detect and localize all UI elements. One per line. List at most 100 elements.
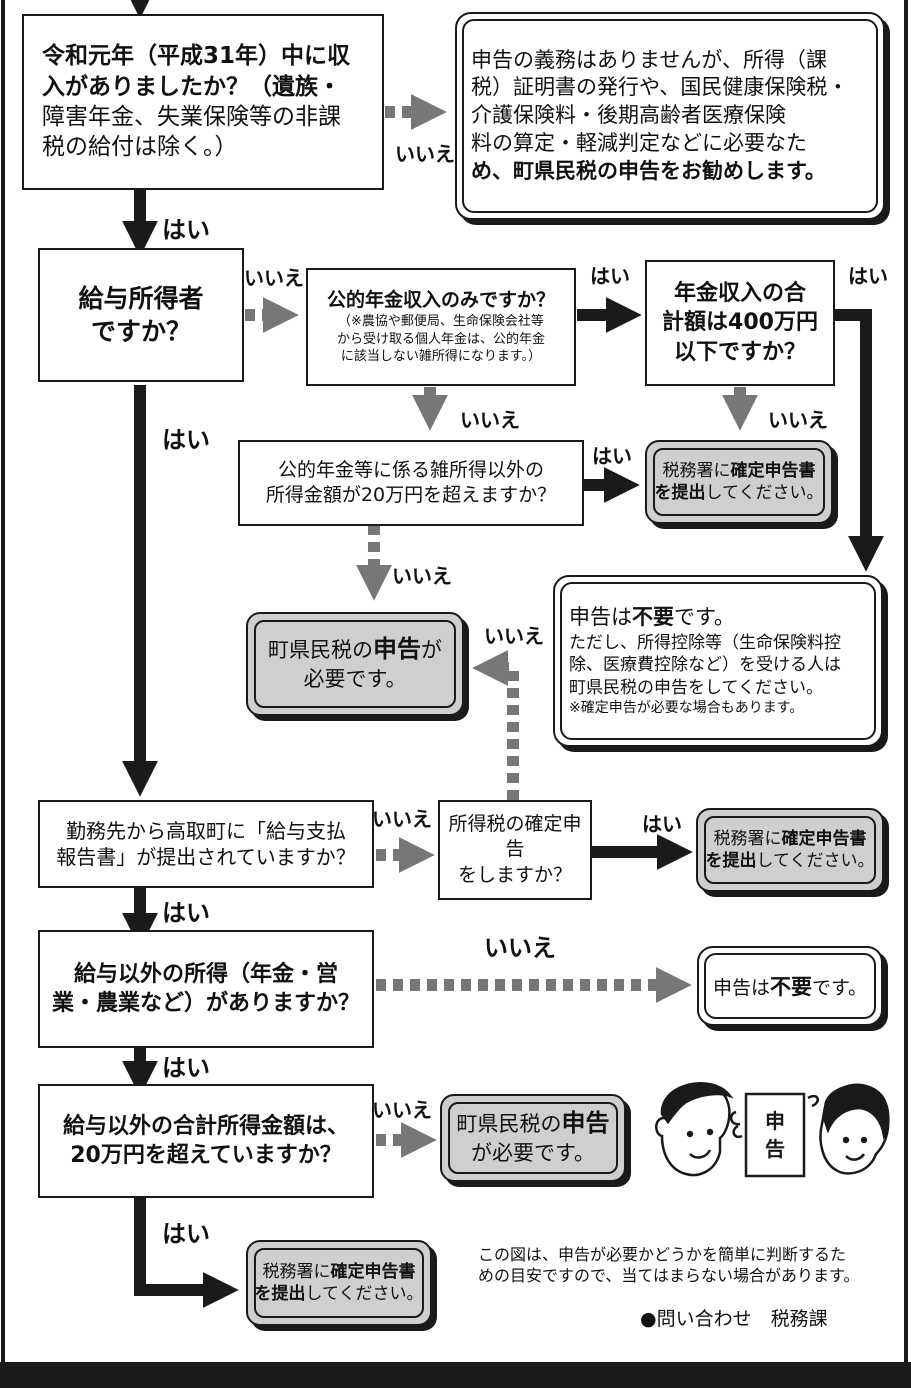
- r8-bold2: を提出: [254, 1284, 306, 1304]
- r8-post: してください。: [305, 1284, 424, 1304]
- r8-pre: 税務署に: [262, 1261, 331, 1282]
- label-yes-q2: はい: [162, 426, 210, 454]
- q3-note2: から受け取る個人年金は、公的年金: [336, 331, 545, 347]
- result-not-required-with-note: 申告は不要です。 ただし、所得控除等（生命保険料控 除、医療費控除など）を受ける…: [553, 575, 883, 747]
- label-no-q7: いいえ: [484, 624, 544, 648]
- q9-line2: 20万円を超えていますか？: [70, 1143, 342, 1168]
- r7-line2: が必要です。: [471, 1140, 595, 1165]
- q8-line1: 給与以外の所得（年金・営: [73, 961, 338, 987]
- label-yes-q8: はい: [162, 1054, 210, 1082]
- r5-bold2: を提出: [705, 851, 757, 871]
- man-face-icon: [655, 1081, 734, 1177]
- label-no-q9: いいえ: [372, 1098, 432, 1122]
- label-yes-q5: はい: [592, 444, 632, 468]
- label-no-q8: いいえ: [484, 934, 556, 962]
- arrow-q9-r8: [134, 1198, 239, 1308]
- label-yes-q3: はい: [590, 264, 630, 288]
- r3-bold: 申告: [373, 635, 421, 664]
- document-card-icon: 申 告: [729, 1092, 820, 1178]
- question-public-pension-only: 公的年金収入のみですか？ （※農協や郵便局、生命保険会社等 から受け取る個人年金…: [306, 268, 576, 386]
- q5-line2: 所得金額が20万円を超えますか？: [265, 484, 557, 506]
- r4-pre: 申告は: [569, 605, 632, 630]
- q3-note1: （※農協や郵便局、生命保険会社等: [338, 314, 544, 330]
- r6-pre: 申告は: [712, 977, 770, 999]
- card-text-1: 申: [765, 1109, 785, 1133]
- r5-pre: 税務署に: [713, 828, 782, 849]
- label-no-q5: いいえ: [392, 564, 452, 588]
- r7-pre: 町県民税の: [456, 1112, 562, 1137]
- question-misc-income: 公的年金等に係る雑所得以外の 所得金額が20万円を超えますか？: [238, 440, 584, 526]
- woman-face-icon: [819, 1083, 890, 1175]
- bottom-band: [0, 1362, 911, 1388]
- footer-note-line1: この図は、申告が必要かどうかを簡単に判断するた: [478, 1245, 847, 1264]
- result-file-tax-return-3: 税務署に確定申告書 を提出してください。: [246, 1240, 432, 1326]
- q5-line1: 公的年金等に係る雑所得以外の: [277, 458, 544, 481]
- arrow-q7-r3: [472, 650, 519, 800]
- r4-line2: ただし、所得控除等（生命保険料控: [569, 632, 841, 653]
- r6-post: です。: [811, 977, 868, 999]
- question-other-income-total: 給与以外の合計所得金額は、 20万円を超えていますか？: [38, 1084, 374, 1198]
- label-yes-q9: はい: [162, 1220, 210, 1248]
- question-pension-total: 年金収入の合 計額は400万円 以下ですか？: [645, 260, 835, 386]
- r1-line2: 税）証明書の発行や、国民健康保険税・: [471, 75, 849, 100]
- label-yes-q4: はい: [848, 264, 888, 288]
- r4-line4: 町県民税の申告をしてください。: [569, 677, 823, 698]
- label-no-q2: いいえ: [244, 266, 304, 290]
- q8-line2: 業・農業など）がありますか？: [51, 991, 360, 1016]
- label-no-q4: いいえ: [768, 408, 828, 432]
- q1-line1: 令和元年（平成31年）中に収: [42, 43, 351, 70]
- r8-bold1: 確定申告書: [330, 1261, 416, 1282]
- question-file-income-tax: 所得税の確定申告 をしますか？: [438, 800, 592, 900]
- label-yes-q6: はい: [162, 899, 210, 927]
- card-text-2: 告: [765, 1137, 785, 1161]
- q9-line1: 給与以外の合計所得金額は、: [62, 1113, 349, 1139]
- result-file-tax-return-1: 税務署に確定申告書 を提出してください。: [645, 440, 833, 524]
- r1-line4: 料の算定・軽減判定などに必要なた: [471, 130, 807, 155]
- r2-bold2: を提出: [654, 483, 706, 503]
- r5-bold1: 確定申告書: [781, 828, 867, 849]
- question-income-2019: 令和元年（平成31年）中に収 入がありましたか？（遺族・ 障害年金、失業保険等の…: [22, 14, 384, 190]
- arrow-q4-r4: [835, 309, 884, 572]
- r3-line2: 必要です。: [303, 666, 407, 691]
- q1-line3: 障害年金、失業保険等の非課: [42, 104, 341, 130]
- contact-info: ●問い合わせ 税務課: [640, 1308, 828, 1330]
- r4-post: です。: [674, 605, 735, 630]
- r1-line1: 申告の義務はありませんが、所得（課: [471, 47, 827, 72]
- q4-line3: 以下ですか？: [673, 339, 806, 365]
- couple-illustration: 申 告: [655, 1081, 890, 1178]
- label-no-q1: いいえ: [395, 142, 455, 166]
- q4-line1: 年金収入の合: [673, 281, 806, 307]
- q3-note3: に該当しない雑所得になります。）: [340, 349, 542, 365]
- q2-line2: ですか？: [90, 317, 191, 346]
- q4-line2: 計額は400万円: [662, 310, 818, 336]
- result-local-tax-required-2: 町県民税の申告 が必要です。: [440, 1094, 626, 1182]
- r3-post: が: [421, 638, 442, 663]
- r4-line3: 除、医療費控除など）を受ける人は: [569, 655, 841, 676]
- r6-bold: 不要: [769, 975, 812, 999]
- label-yes-q1: はい: [162, 216, 210, 244]
- result-file-tax-return-2: 税務署に確定申告書 を提出してください。: [696, 808, 884, 892]
- r3-pre: 町県民税の: [268, 638, 373, 663]
- question-salary-report: 勤務先から高取町に「給与支払 報告書」が提出されていますか？: [38, 800, 374, 888]
- r4-note: ※確定申告が必要な場合もあります。: [569, 700, 804, 717]
- r1-line5: め、町県民税の申告をお勧めします。: [471, 158, 826, 183]
- r2-post: してください。: [705, 483, 824, 503]
- q2-line1: 給与所得者: [78, 284, 204, 313]
- r7-bold: 申告: [561, 1109, 610, 1138]
- result-recommend-declaration: 申告の義務はありませんが、所得（課 税）証明書の発行や、国民健康保険税・ 介護保…: [455, 12, 885, 220]
- r1-line3: 介護保険料・後期高齢者医療保険: [471, 103, 786, 128]
- q1-line4: 税の給付は除く。）: [42, 134, 238, 161]
- q3-line1: 公的年金収入のみですか？: [326, 289, 555, 312]
- result-local-tax-required-1: 町県民税の申告が 必要です。: [246, 612, 464, 716]
- result-not-required: 申告は不要です。: [697, 946, 883, 1026]
- q6-line2: 報告書」が提出されていますか？: [56, 845, 356, 869]
- question-salaried: 給与所得者 ですか？: [38, 248, 244, 382]
- r4-bold: 不要: [632, 605, 674, 630]
- q1-line2: 入がありましたか？（遺族・: [42, 73, 341, 100]
- footer-note: この図は、申告が必要かどうかを簡単に判断するた めの目安ですので、当てはまらない…: [478, 1244, 859, 1286]
- r2-pre: 税務署に: [662, 460, 731, 481]
- q7-line1: 所得税の確定申告: [448, 813, 582, 861]
- label-yes-q7: はい: [642, 812, 682, 836]
